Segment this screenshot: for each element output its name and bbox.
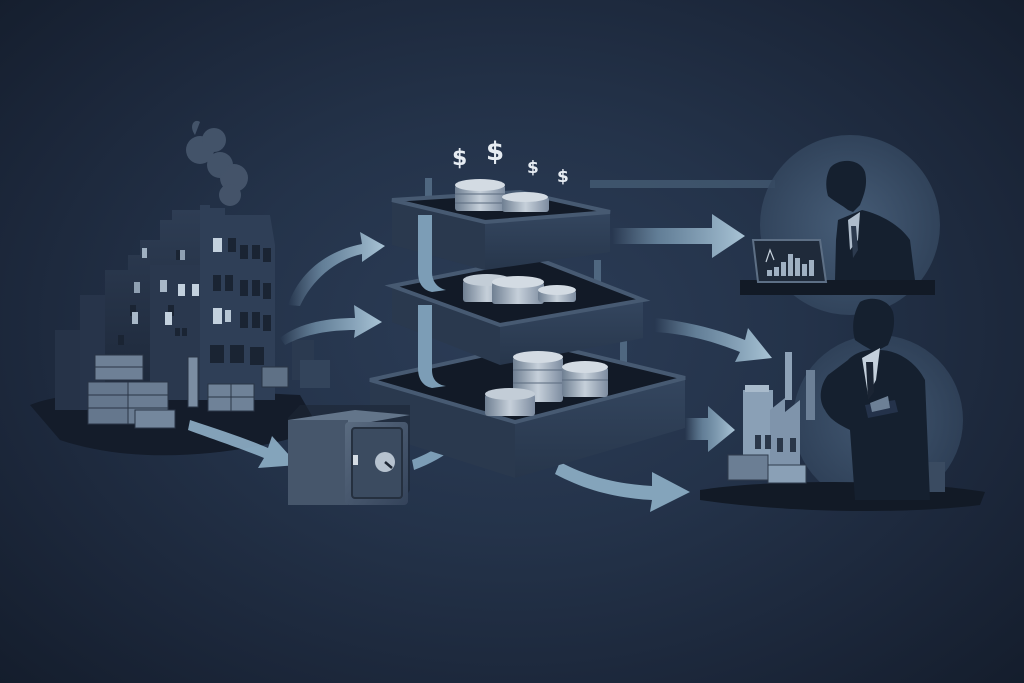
bar-chart-icon: [767, 254, 814, 276]
executive-scene: [700, 298, 985, 512]
ribbon-top-to-middle: [418, 215, 446, 292]
coin-stack: [562, 361, 608, 397]
arrow-middle-to-executive: [655, 318, 772, 362]
faint-line: [590, 180, 775, 188]
arrow-city-to-middle: [280, 305, 382, 345]
dollar-icon: $: [557, 167, 569, 187]
factory-icon: [727, 352, 945, 492]
dollar-icon: $: [486, 137, 504, 167]
coin-stacks: [455, 179, 608, 416]
dollar-signs: $ $ $ $: [452, 137, 569, 187]
arrow-top-to-investor: [612, 214, 745, 258]
arrow-bottom-to-factory: [685, 406, 735, 452]
damaged-city: [30, 120, 330, 456]
tiered-reserves: $ $ $ $: [369, 137, 686, 478]
coin-stack: [485, 388, 535, 416]
arrow-city-to-safe: [188, 420, 298, 468]
smoke-icon: [186, 120, 248, 206]
building-windows: [118, 238, 271, 365]
dollar-icon: $: [527, 158, 539, 178]
ribbon-middle-to-bottom: [418, 305, 446, 388]
coin-stack: [455, 179, 505, 211]
coin-stack: [492, 276, 544, 304]
arrow-bottom-to-ground: [555, 462, 690, 512]
laptop-icon: [751, 239, 828, 283]
executive-silhouette: [820, 298, 930, 500]
safe-icon: [288, 405, 410, 505]
dollar-icon: $: [452, 146, 467, 171]
coin-stack: [502, 192, 549, 212]
coin-stack: [538, 285, 576, 302]
investor-scene: [740, 135, 940, 315]
arrow-city-to-top: [288, 232, 385, 306]
crates: [87, 354, 289, 429]
